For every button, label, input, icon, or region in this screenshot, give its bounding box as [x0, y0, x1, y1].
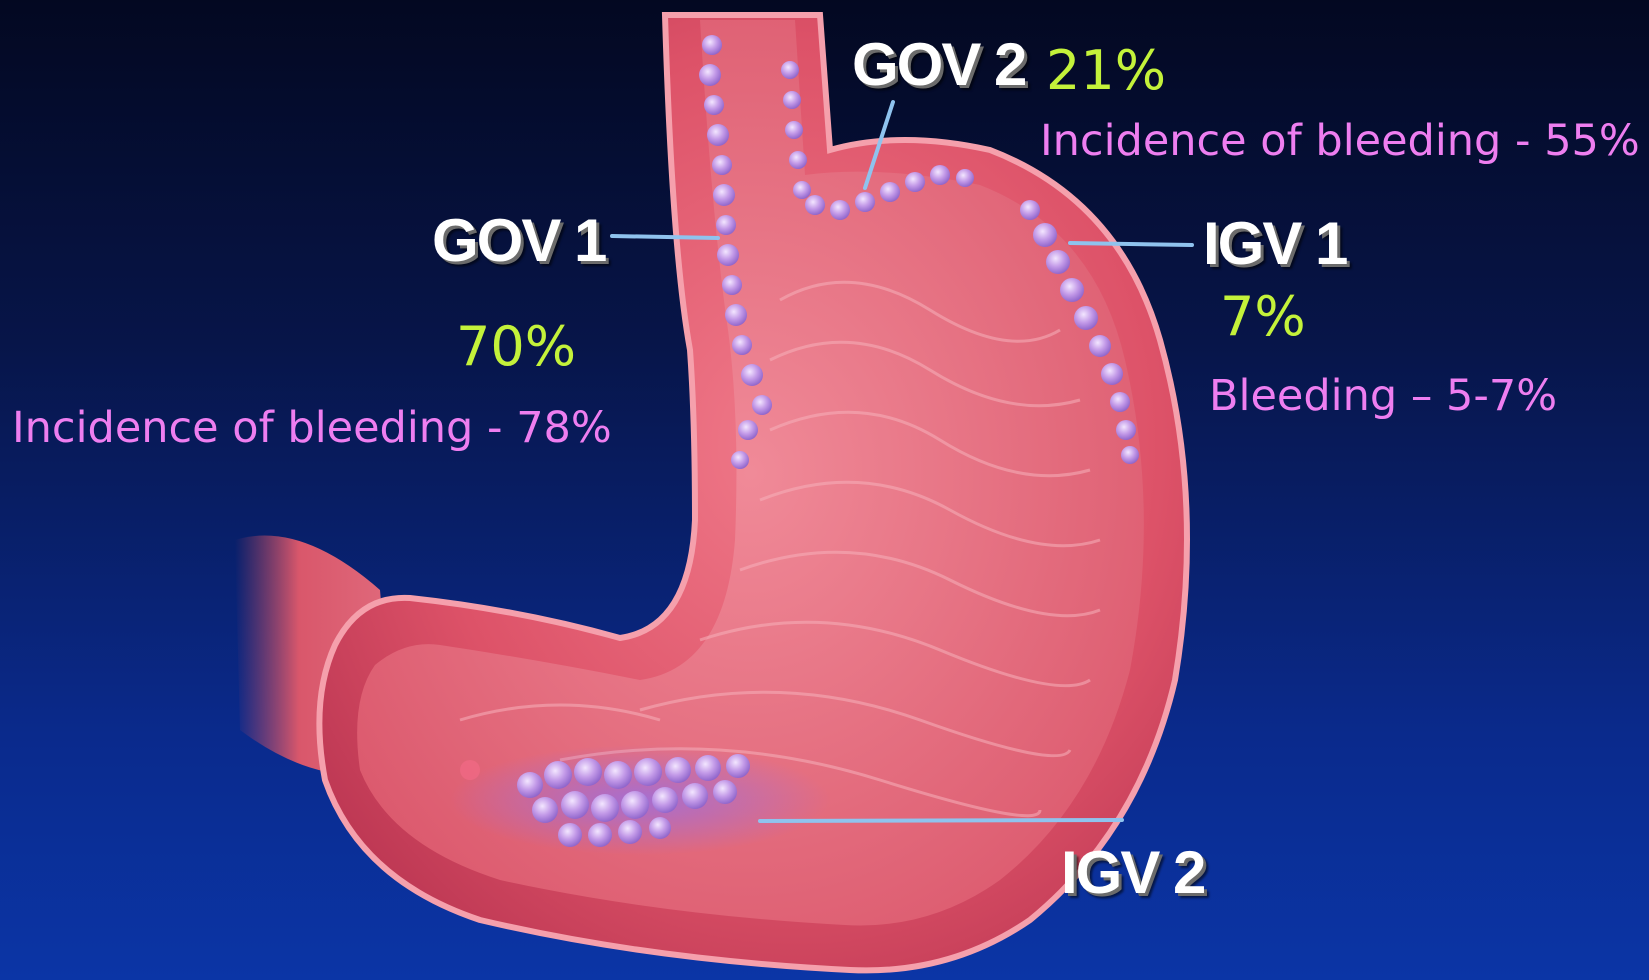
- gov1-label: GOV 1: [432, 211, 605, 271]
- igv1-leader: [1070, 243, 1192, 245]
- igv1-percent: 7%: [1220, 290, 1306, 344]
- gov2-label: GOV 2: [852, 35, 1025, 95]
- igv1-label: IGV 1: [1203, 214, 1346, 274]
- gov1-percent: 70%: [456, 320, 576, 374]
- igv1-bleeding-incidence: Bleeding – 5-7%: [1209, 375, 1557, 418]
- igv2-leader: [760, 820, 1122, 821]
- gov1-bleeding-incidence: Incidence of bleeding - 78%: [12, 407, 612, 450]
- igv2-label: IGV 2: [1061, 843, 1204, 903]
- gov2-bleeding-incidence: Incidence of bleeding - 55%: [1040, 120, 1640, 163]
- gov2-percent: 21%: [1046, 44, 1166, 98]
- gov1-leader: [612, 236, 718, 238]
- igv2-varices: [450, 745, 830, 855]
